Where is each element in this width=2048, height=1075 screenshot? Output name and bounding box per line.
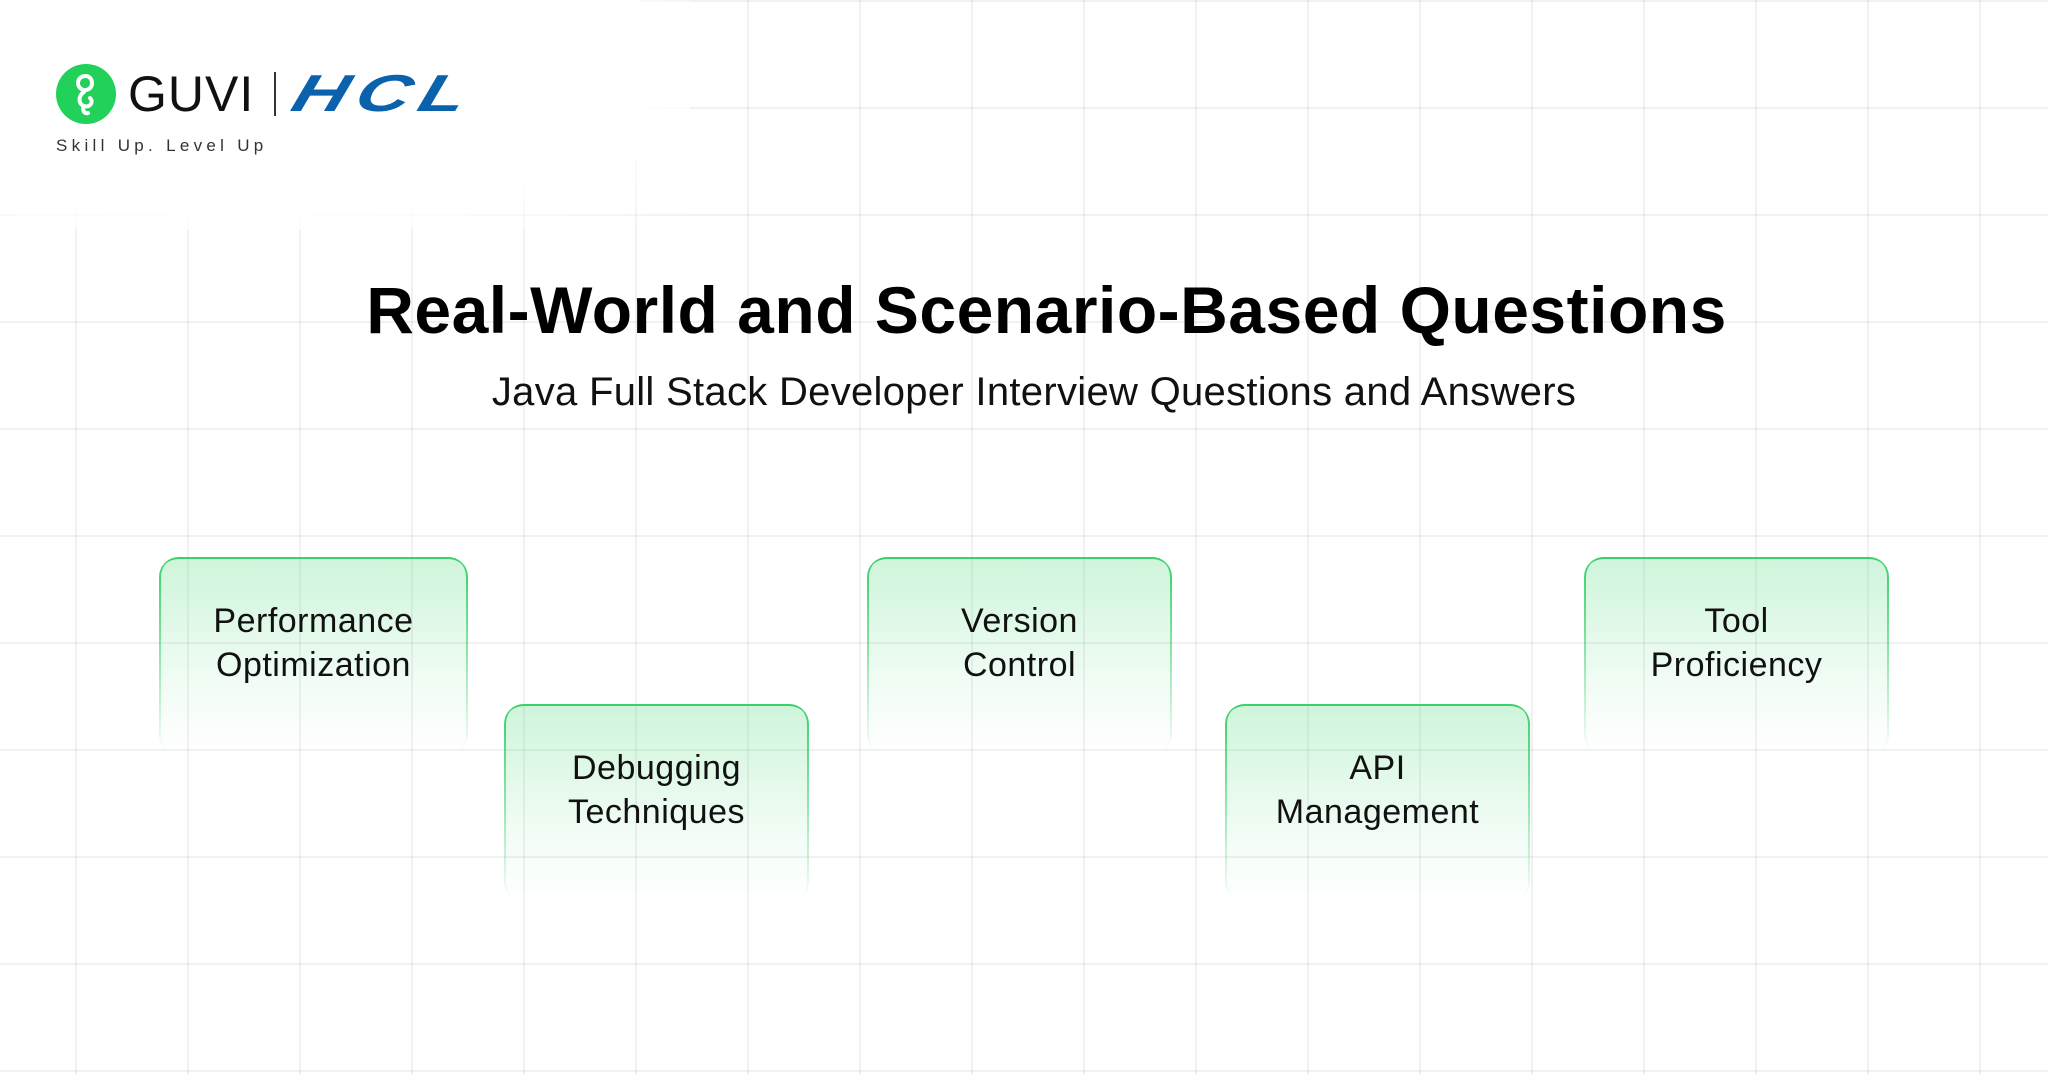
card-label: Performance Optimization: [213, 602, 414, 684]
page-title: Real-World and Scenario-Based Questions: [366, 273, 1727, 347]
card-label: Version Control: [961, 602, 1078, 684]
topic-card-api-management: API Management: [1225, 704, 1530, 902]
card-label: Debugging Techniques: [567, 749, 745, 831]
page-subtitle: Java Full Stack Developer Interview Ques…: [491, 370, 1577, 414]
brand-logo: GUVI HCL: [56, 64, 484, 124]
topic-card-debugging-techniques: Debugging Techniques: [504, 704, 809, 902]
hcl-wordmark: HCL: [285, 65, 485, 123]
guvi-wordmark: GUVI: [128, 66, 255, 122]
topic-card-performance-optimization: Performance Optimization: [159, 557, 468, 755]
guvi-logo-icon: [56, 64, 116, 124]
card-label: Tool Proficiency: [1650, 602, 1823, 684]
logo-divider: [274, 72, 277, 116]
topic-card-tool-proficiency: Tool Proficiency: [1584, 557, 1889, 755]
brand-tagline: Skill Up. Level Up: [56, 136, 268, 155]
topic-card-version-control: Version Control: [867, 557, 1172, 755]
card-label: API Management: [1275, 749, 1480, 831]
